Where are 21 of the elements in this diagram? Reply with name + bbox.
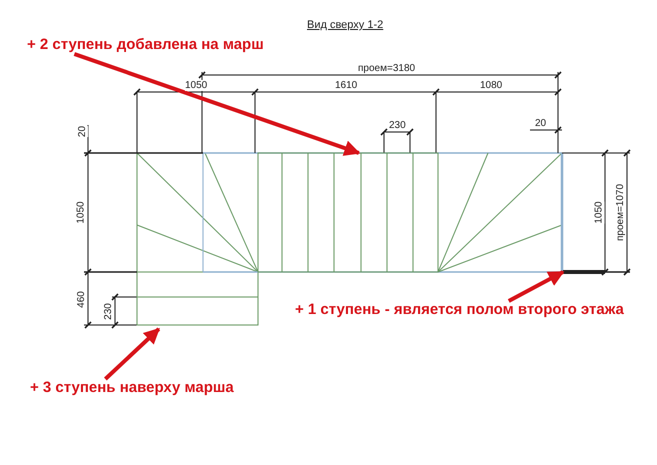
dimension-label: 230 — [102, 302, 114, 320]
dimension-label: 1610 — [335, 80, 358, 91]
dimension-label: проем=3180 — [358, 63, 416, 74]
annotation-text: + 3 ступень наверху марша — [30, 379, 234, 397]
view-title: Вид сверху 1-2 — [307, 19, 384, 32]
stair-flight — [258, 152, 438, 272]
dimension-label: 20 — [76, 125, 88, 137]
dimension-label: проем=1070 — [614, 183, 626, 241]
dimension-label: 230 — [389, 120, 406, 131]
floor-edge — [563, 270, 605, 274]
dimension-label: 20 — [535, 118, 546, 129]
arrow — [508, 270, 564, 303]
dimension-label: 460 — [75, 290, 86, 308]
dimension-label: 1050 — [76, 200, 87, 224]
annotation-text: + 1 ступень - является полом второго этажа — [295, 301, 624, 319]
dimension-label: 1050 — [594, 200, 605, 224]
arrow — [104, 328, 160, 380]
annotation-text: + 2 ступень добавлена на марш — [27, 36, 264, 54]
dimension-label: 1080 — [480, 80, 502, 91]
arrow — [74, 52, 360, 156]
dimension-label: 1050 — [185, 80, 208, 91]
